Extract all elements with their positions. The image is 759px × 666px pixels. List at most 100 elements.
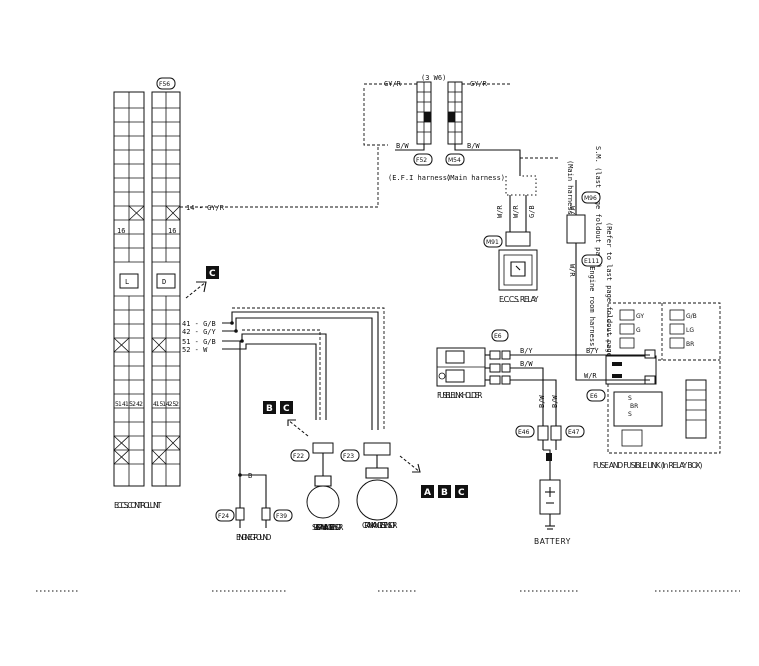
connector-tag-e6-right: E6	[586, 389, 606, 402]
svg-text:F24: F24	[218, 513, 229, 520]
connector-tag-m54: M54	[445, 153, 465, 166]
main-harness-mid-label: (Main harness)	[446, 174, 505, 182]
svg-text:A: A	[424, 488, 431, 498]
sensor-wires: 41 - G/B 42 - G/Y 51 - G/B 52 - W B	[182, 307, 385, 508]
battery-label: BATTERY	[534, 537, 571, 546]
fuse-s-b: S	[628, 411, 632, 418]
bw-wires: B/W B/W	[395, 142, 560, 176]
svg-text:E111: E111	[584, 258, 599, 265]
connector-tag-e47: E47	[565, 425, 585, 438]
svg-text:E47: E47	[568, 429, 580, 436]
engine-room-label: (Engine room harness)	[588, 262, 596, 351]
connector-tag-f22: F22	[290, 449, 310, 462]
wire-label-by2: B/Y	[586, 347, 599, 355]
connector-block-m54	[447, 81, 463, 145]
svg-text:F39: F39	[276, 513, 287, 520]
right-main-harness: (Main harness) W/R W/R S.M. (last page f…	[566, 146, 613, 361]
fuse-fusible-link-box: GY G G/B BR LG S S BR FUSE AND FUSIBLE L…	[593, 302, 721, 470]
wire-label-42: 42 - G/Y	[182, 328, 217, 336]
fuse-box-label: FUSE AND FUSIBLE LINK (In RELAY BOX)	[593, 461, 703, 470]
svg-text:M91: M91	[486, 239, 499, 246]
wire-label-bw-right: B/W	[467, 142, 480, 150]
callout-c-top: C	[185, 266, 219, 299]
svg-text:B: B	[441, 488, 448, 498]
svg-text:F52: F52	[416, 157, 427, 164]
fuse-gy-label: GY	[636, 313, 644, 320]
engine-ground-label: ENGINE GROUND	[236, 533, 272, 542]
connector-tag-m96: M96	[581, 191, 601, 204]
crank-angle-label: CRANK ANGLE SENSOR	[362, 521, 398, 530]
connector-ghost-label: (3 W6)	[421, 74, 446, 82]
wire-label-wr-right: W/R	[568, 264, 576, 277]
fuse-br-b: BR	[630, 403, 638, 410]
sub-crank-angle-sensor: SUB-CRANK ANGLE SENSOR	[306, 442, 344, 532]
pins-a-label: 51 41 52 42	[115, 401, 143, 408]
sub-crank-label: SUB-CRANK ANGLE SENSOR	[312, 523, 344, 532]
svg-text:E6: E6	[494, 333, 502, 340]
refer-label: (Refer to last page foldout page)	[605, 222, 613, 361]
fuse-s-a: S	[628, 395, 632, 402]
wire-label-wr-b: W/R	[512, 205, 520, 218]
wire-label-51: 51 - G/B	[182, 338, 216, 346]
crank-angle-sensor: CRANK ANGLE SENSOR	[356, 442, 398, 530]
connector-tag-f23: F23	[340, 449, 360, 462]
pin-l-label: L	[125, 278, 129, 286]
efi-harness-label: (E.F.I harness)	[388, 174, 451, 182]
connector-tag-e111: E111	[581, 254, 603, 267]
pin-d-label: D	[162, 278, 166, 286]
connector-tag-f52: F52	[413, 153, 433, 166]
connector-tag-m91: M91	[483, 235, 503, 248]
svg-text:M96: M96	[584, 195, 597, 202]
svg-text:F56: F56	[159, 81, 170, 88]
eccs-relay: W/R W/R G/B E.C.C.S. RELAY	[496, 175, 538, 304]
pin16b-label: 16	[168, 227, 176, 235]
svg-text:M54: M54	[448, 157, 461, 164]
fusible-link-holder-label: FUSIBLE LINK HOLDER	[437, 391, 483, 400]
callout-abc-bot: A B C	[399, 455, 468, 498]
wire-label-41: 41 - G/B	[182, 320, 216, 328]
pin16a-label: 16	[117, 227, 125, 235]
fuse-g-label: G	[636, 327, 641, 334]
svg-text:E46: E46	[518, 429, 530, 436]
wire-label-wr-c: W/R	[568, 206, 576, 219]
connector-tag-e6-left: E6	[491, 329, 509, 342]
battery: BATTERY	[534, 425, 571, 546]
wire-label-14gyr: 14 - GY/R	[186, 204, 225, 212]
svg-text:B: B	[266, 404, 273, 414]
wire-label-wr-a: W/R	[496, 205, 504, 218]
sm-note-label: S.M. (last page foldout page)	[594, 146, 602, 268]
fusible-link-wires: B/Y B/Y B/W W/R B/W B/W	[510, 347, 650, 430]
connector-tag-f39: F39	[273, 509, 293, 522]
svg-text:F22: F22	[293, 453, 304, 460]
fuse-lg-label: LG	[686, 327, 694, 334]
wire-label-by: B/Y	[520, 347, 533, 355]
connector-tag-f24: F24	[215, 509, 235, 522]
engine-ground: ENGINE GROUND	[235, 507, 272, 542]
fuse-gb-label: G/B	[686, 313, 697, 320]
callout-bc-mid: B C	[263, 401, 309, 437]
svg-text:F23: F23	[343, 453, 354, 460]
wire-label-bw-vert: B/W	[538, 395, 546, 408]
wire-label-b-ground: B	[248, 472, 252, 480]
eccs-control-unit-label: E.C.C.S. CONTROL UNIT	[114, 501, 162, 510]
wire-label-gyr-top2: GY/R	[470, 80, 488, 88]
fusible-link-holder: FUSIBLE LINK HOLDER	[436, 347, 511, 400]
pins-b-label: 41 51 42 52	[153, 401, 179, 408]
svg-text:C: C	[458, 488, 465, 498]
wire-label-gb: G/B	[528, 205, 536, 218]
gyr-wire: 14 - GY/R GY/R GY/R	[180, 80, 510, 212]
connector-block-f52	[416, 81, 432, 145]
connector-tag-e46: E46	[515, 425, 535, 438]
wire-label-52: 52 - W	[182, 346, 208, 354]
main-harness-right-label: (Main harness)	[566, 160, 574, 219]
wire-label-bw-left: B/W	[396, 142, 409, 150]
eccs-control-unit: L D 16 16 51 41 52 42 41 51 42 52 E.C.C.…	[113, 91, 181, 510]
svg-text:E6: E6	[590, 393, 598, 400]
wire-label-bw: B/W	[520, 360, 533, 368]
connector-tag-f56: F56	[156, 77, 176, 90]
svg-text:C: C	[283, 404, 290, 414]
svg-text:C: C	[209, 269, 216, 279]
wire-label-gyr-top: GY/R	[384, 80, 402, 88]
wire-label-bw-vert2: B/W	[551, 395, 559, 408]
